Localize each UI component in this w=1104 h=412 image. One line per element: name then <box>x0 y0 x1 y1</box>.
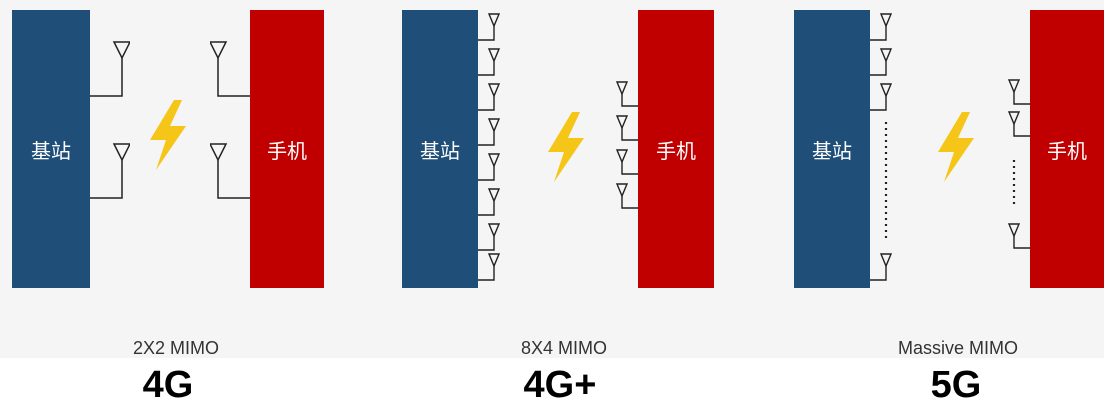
phone-antennas <box>1007 79 1030 249</box>
base-station-antennas <box>90 41 130 199</box>
lightning-icon <box>938 112 974 182</box>
lightning-icon <box>548 112 584 182</box>
generation-label: 5G <box>930 364 982 406</box>
phone-block: 手机 <box>638 10 714 288</box>
base-station-label: 基站 <box>812 138 852 163</box>
diagram-background <box>0 0 1104 358</box>
phone-antennas <box>210 41 250 199</box>
phone-antennas <box>615 81 638 209</box>
generation-label: 4G+ <box>523 364 597 406</box>
phone-block: 手机 <box>1030 10 1104 288</box>
base-station-label: 基站 <box>420 138 460 163</box>
phone-label: 手机 <box>1047 138 1087 163</box>
base-station-antennas <box>870 13 893 281</box>
config-label: Massive MIMO <box>897 338 1018 358</box>
base-station-block: 基站 <box>402 10 478 288</box>
phone-label: 手机 <box>267 138 307 163</box>
phone-label: 手机 <box>656 138 696 163</box>
base-station-block: 基站 <box>794 10 870 288</box>
phone-block: 手机 <box>250 10 324 288</box>
base-station-label: 基站 <box>31 138 71 163</box>
base-station-antennas <box>478 13 501 281</box>
lightning-icon <box>150 100 186 170</box>
config-label: 8X4 MIMO <box>520 338 608 358</box>
base-station-block: 基站 <box>12 10 90 288</box>
generation-label: 4G <box>142 364 194 406</box>
config-label: 2X2 MIMO <box>132 338 220 358</box>
